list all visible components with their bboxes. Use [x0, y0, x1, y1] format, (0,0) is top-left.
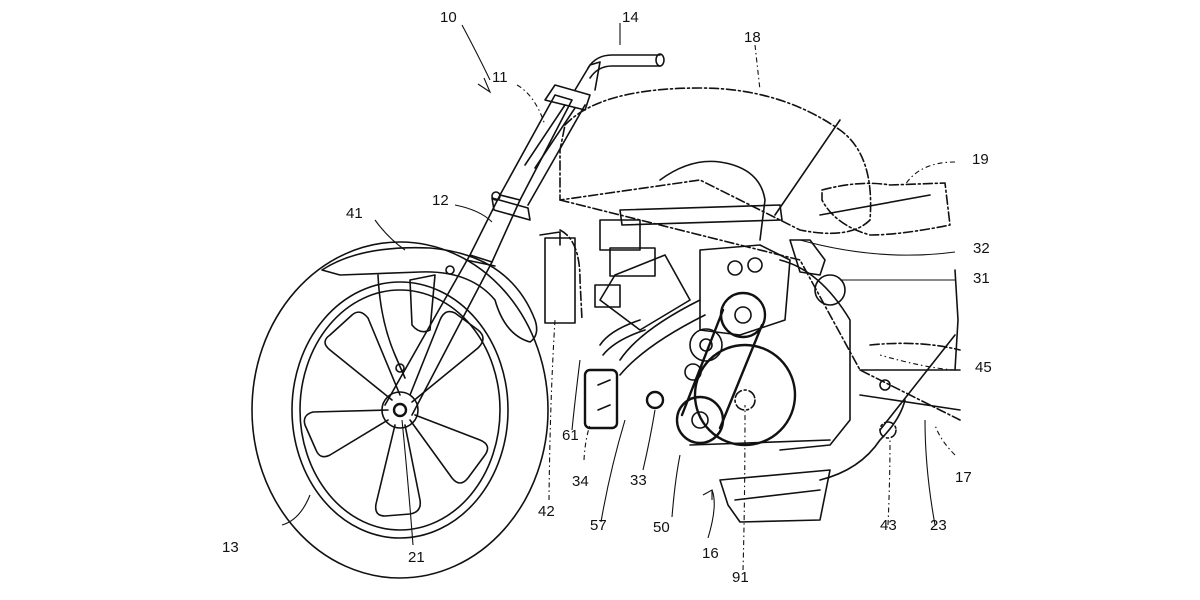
- pivot: [879, 379, 891, 391]
- radiator-hose: [599, 319, 646, 356]
- arrow-10-icon: [477, 77, 492, 94]
- label-23: 23: [930, 517, 947, 534]
- label-19: 19: [972, 151, 989, 168]
- label-18: 18: [744, 29, 761, 46]
- label-91: 91: [732, 569, 749, 586]
- front-axle: [381, 391, 419, 429]
- label-14: 14: [622, 9, 639, 26]
- label-10: 10: [440, 9, 457, 26]
- label-57: 57: [590, 517, 607, 534]
- coolant-hose: [619, 299, 706, 376]
- label-41: 41: [346, 205, 363, 222]
- oil-cooler: [583, 368, 619, 430]
- engine: [594, 160, 851, 523]
- label-12: 12: [432, 192, 449, 209]
- label-34: 34: [572, 473, 589, 490]
- front-fork: [384, 191, 531, 416]
- intake-port: [814, 274, 846, 306]
- label-45: 45: [975, 359, 992, 376]
- steering-stem: [499, 84, 591, 206]
- label-11: 11: [492, 69, 508, 86]
- label-33: 33: [630, 472, 647, 489]
- handlebar: [574, 53, 665, 91]
- front-wheel: [251, 241, 549, 579]
- label-13: 13: [222, 539, 239, 556]
- throttle-body: [789, 239, 826, 276]
- label-21: 21: [408, 549, 425, 566]
- seat: [821, 182, 951, 236]
- label-43: 43: [880, 517, 897, 534]
- label-50: 50: [653, 519, 670, 536]
- rear-frame: [869, 342, 961, 351]
- arrow-16-icon: [702, 489, 713, 500]
- label-32: 32: [973, 240, 990, 257]
- frame: [559, 199, 961, 431]
- fuel-tank: [559, 87, 872, 235]
- radiator: [539, 229, 583, 324]
- label-61: 61: [562, 427, 579, 444]
- belt-drive: [675, 291, 797, 447]
- label-42: 42: [538, 503, 555, 520]
- swing-arm-pivot: [879, 421, 897, 439]
- label-31: 31: [973, 270, 990, 287]
- idler-pulley: [645, 390, 665, 410]
- label-16: 16: [702, 545, 719, 562]
- label-17: 17: [955, 469, 972, 486]
